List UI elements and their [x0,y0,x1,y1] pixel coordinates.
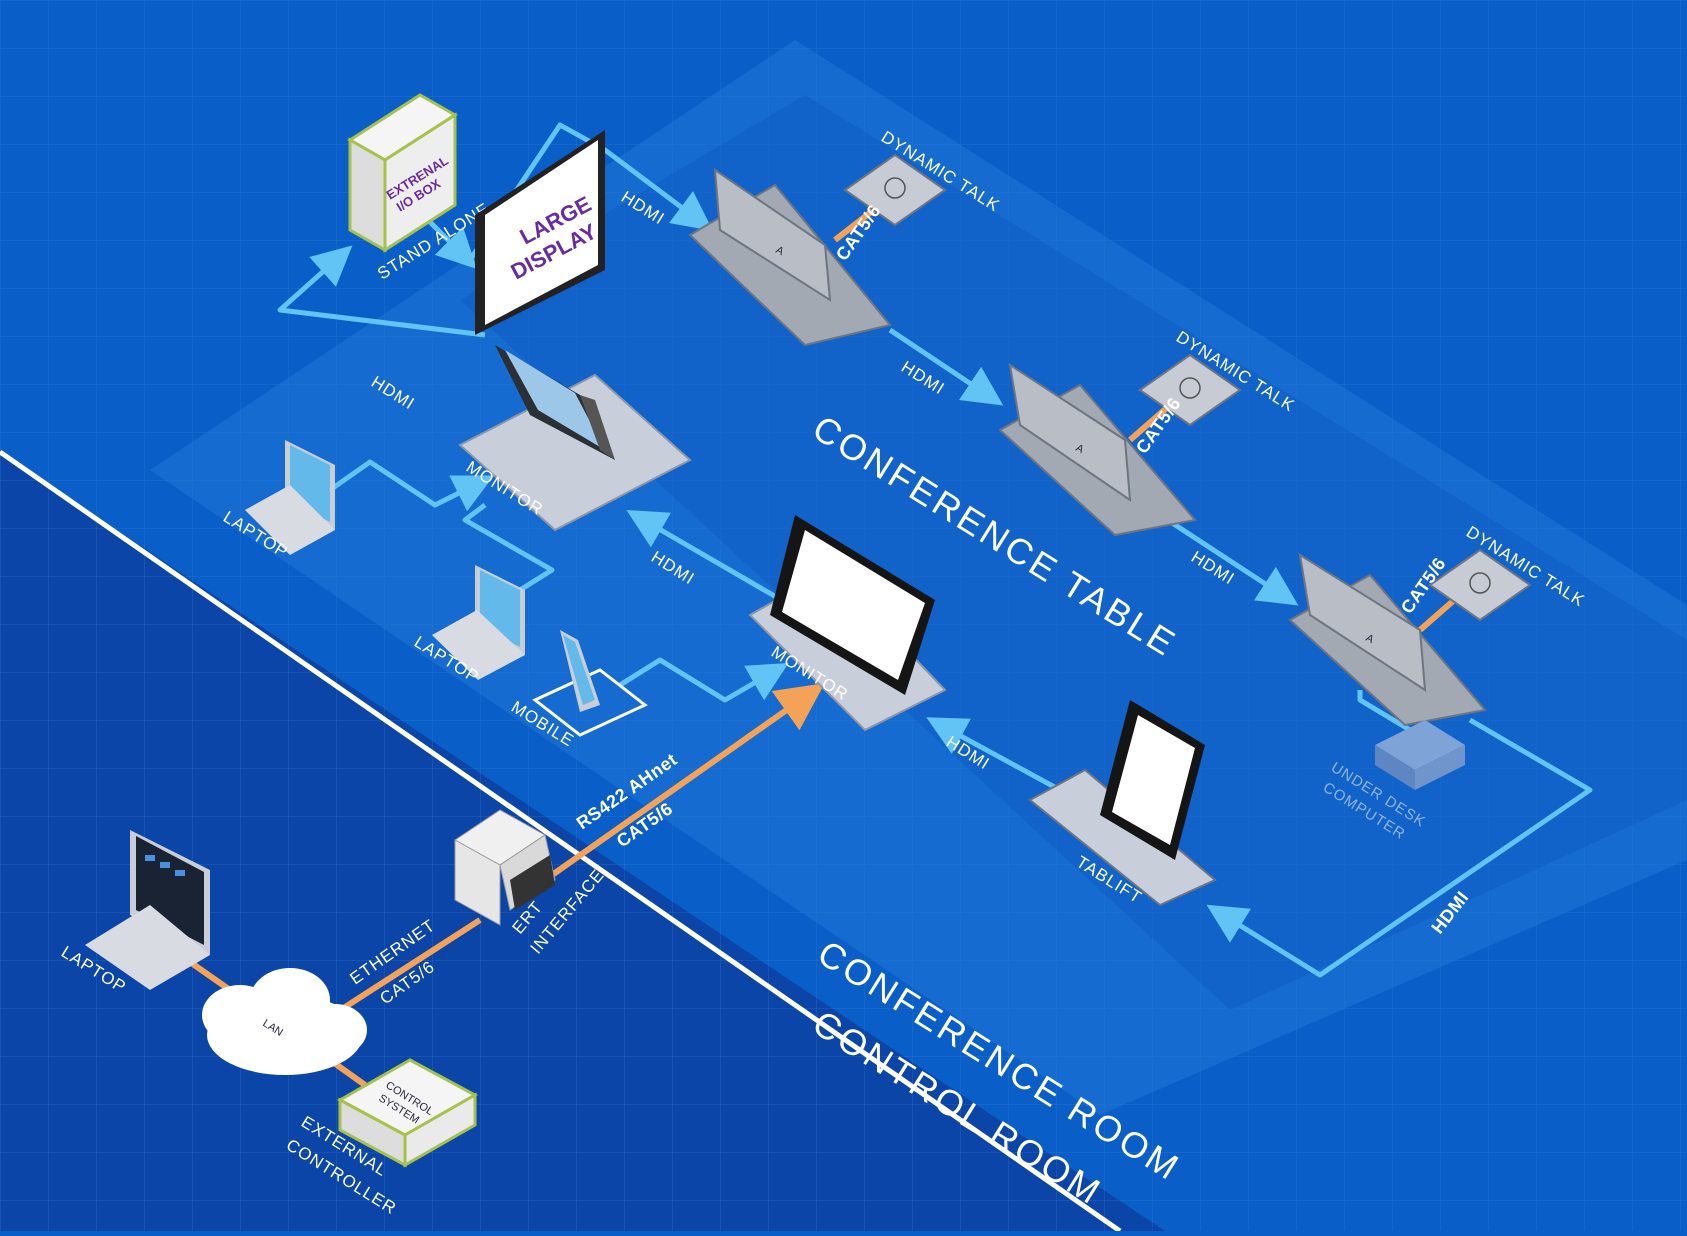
laptop-icon[interactable] [432,565,525,680]
lan-cloud-icon[interactable] [202,968,367,1075]
tablift[interactable] [1028,700,1217,907]
under-desk-computer[interactable] [1375,720,1465,790]
monitor-main[interactable] [748,515,947,732]
conference-table-area [150,40,1687,1115]
room-divider [0,449,1122,1234]
large-display[interactable]: LARGE DISPLAY [475,130,605,335]
monitor-lift-1[interactable]: A [688,167,892,347]
mobile-icon[interactable] [532,630,648,737]
external-io-box[interactable]: EXTRENAL I/O BOX [347,93,458,253]
dynamic-talk-panel-1[interactable] [843,153,947,227]
monitor-top[interactable] [458,345,692,532]
laptop-icon[interactable] [245,440,335,555]
dynamic-talk-panel-3[interactable] [1428,548,1532,622]
laptop-control[interactable] [85,830,210,990]
monitor-lift-3[interactable]: A [1288,552,1487,727]
control-system-box[interactable] [336,1058,479,1168]
dynamic-talk-panel-2[interactable] [1138,353,1242,427]
ert-interface[interactable] [454,809,556,926]
monitor-lift-2[interactable]: A [998,362,1197,537]
hdmi-lines [277,122,1593,978]
